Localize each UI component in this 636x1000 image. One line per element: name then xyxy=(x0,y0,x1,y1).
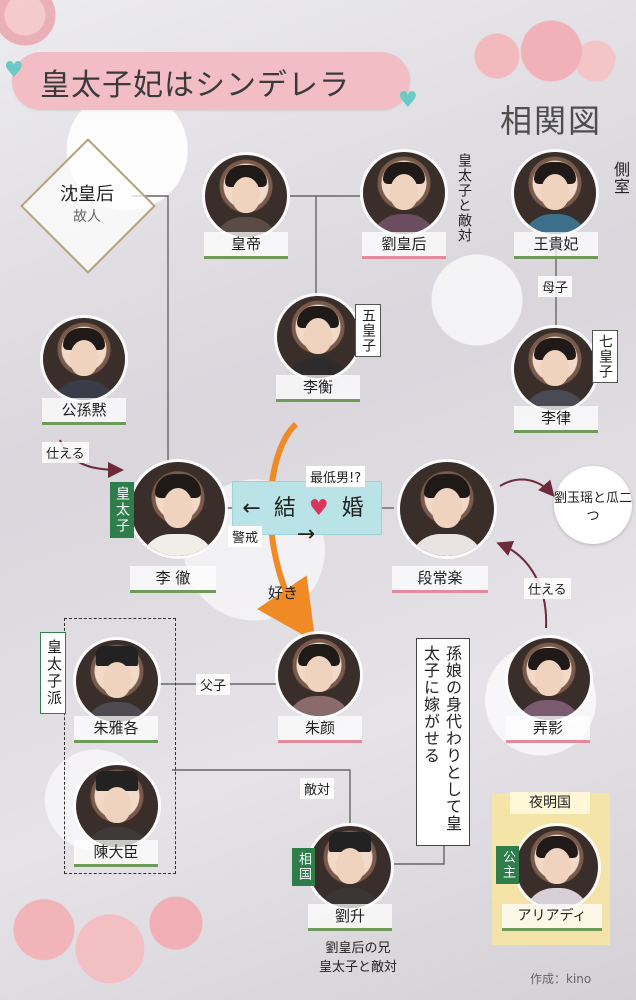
avatar-liu-huanghou xyxy=(363,152,445,234)
name-zhu-yan: 朱颜 xyxy=(278,716,362,743)
line-diwei xyxy=(172,769,351,830)
arrow-right-icon: → xyxy=(296,522,316,547)
note-li-heng: 五皇子 xyxy=(355,304,381,357)
avatar-liu-sheng xyxy=(309,826,391,908)
flower-decoration-bottom-left xyxy=(0,872,220,1000)
heart-icon: ♥ xyxy=(398,88,418,113)
note-li-lu: 七皇子 xyxy=(592,330,618,383)
name-liu-huanghou: 劉皇后 xyxy=(362,232,446,259)
note-sunniang: 孫娘の身代わりとして皇太子に嫁がせる xyxy=(416,638,470,846)
avatar-li-heng xyxy=(277,296,359,378)
label-shi-eru-gongsun: 仕える xyxy=(42,442,89,463)
name-duan-changle: 段常楽 xyxy=(392,566,488,593)
badge-gongzhu: 公主 xyxy=(496,846,519,884)
note-liu-huanghou: 皇太子と敵対 xyxy=(456,153,472,243)
label-jingjie: 警戒 xyxy=(228,526,263,547)
faction-label: 皇太子派 xyxy=(40,632,66,714)
name-chen-dachen: 陳大臣 xyxy=(74,840,158,867)
line-liusheng-note xyxy=(394,846,445,865)
faction-box xyxy=(64,618,176,874)
label-suki: 好き xyxy=(268,584,299,602)
note-sunniang-text: 孫娘の身代わりとして皇太子に嫁がせる xyxy=(421,645,462,832)
page-title: 皇太子妃はシンデレラ xyxy=(40,68,350,103)
label-zuidinan: 最低男!? xyxy=(306,466,366,487)
note-liu-sheng-2: 皇太子と敵対 xyxy=(318,960,397,975)
name-gongsun-mo: 公孫黙 xyxy=(42,398,126,425)
label-muzi: 母子 xyxy=(538,276,573,297)
name-wang-guifei: 王貴妃 xyxy=(514,232,598,259)
avatar-gongsun-mo xyxy=(43,318,125,400)
avatar-aliadi xyxy=(516,826,598,908)
arrow-duan-to-liuyuyao xyxy=(499,478,555,498)
note-liu-sheng-1: 劉皇后の兄 xyxy=(325,941,391,956)
shen-huanghou-note: 故人 xyxy=(73,209,101,225)
label-fuzi: 父子 xyxy=(196,674,231,695)
marriage-char-2: 婚 xyxy=(341,496,364,521)
label-diwei: 敵対 xyxy=(300,778,335,799)
arrow-left-icon: ← xyxy=(242,496,261,521)
heart-icon: ♥ xyxy=(4,58,24,83)
name-liu-sheng: 劉升 xyxy=(308,904,392,931)
name-zhu-yage: 朱雅各 xyxy=(74,716,158,743)
bubble-liu-yuyao xyxy=(554,466,632,544)
badge-huangtaizi: 皇太子 xyxy=(110,482,134,538)
name-li-heng: 李衡 xyxy=(276,375,360,402)
name-huangdi: 皇帝 xyxy=(204,232,288,259)
marriage-label: ← 結 ♥ 婚 → xyxy=(234,490,378,547)
avatar-duan-changle xyxy=(400,462,494,556)
arrow-nongying-to-duan xyxy=(496,541,548,629)
avatar-huangdi xyxy=(205,155,287,237)
marriage-char-1: 結 xyxy=(273,496,296,521)
note-wang-guifei: 側室 xyxy=(611,161,630,195)
title-banner xyxy=(12,52,410,110)
line-shen-to-lice xyxy=(132,195,169,470)
name-aliadi: アリアディ xyxy=(502,904,602,931)
heart-icon: ♥ xyxy=(308,496,329,521)
name-li-che: 李 徹 xyxy=(130,566,216,593)
flower-decoration-top-right xyxy=(446,6,616,106)
avatar-li-lu xyxy=(514,328,596,410)
badge-xiangguo: 相国 xyxy=(292,848,315,886)
credit: 作成：kino xyxy=(530,972,592,986)
text-liu-yuyao: 劉玉瑶と瓜二つ xyxy=(554,491,633,524)
avatar-li-che xyxy=(131,462,225,556)
name-nong-ying: 弄影 xyxy=(506,716,590,743)
avatar-wang-guifei xyxy=(514,152,596,234)
avatar-zhu-yan xyxy=(278,634,360,716)
avatar-chen-dachen xyxy=(76,765,158,847)
page-subtitle: 相関図 xyxy=(500,102,603,140)
avatar-zhu-yage xyxy=(76,640,158,722)
yemingguo-title: 夜明国 xyxy=(510,792,590,814)
avatar-nong-ying xyxy=(508,638,590,720)
label-shi-eru-nongying: 仕える xyxy=(524,578,571,599)
shen-huanghou-name: 沈皇后 xyxy=(60,184,114,205)
name-li-lu: 李律 xyxy=(514,406,598,433)
